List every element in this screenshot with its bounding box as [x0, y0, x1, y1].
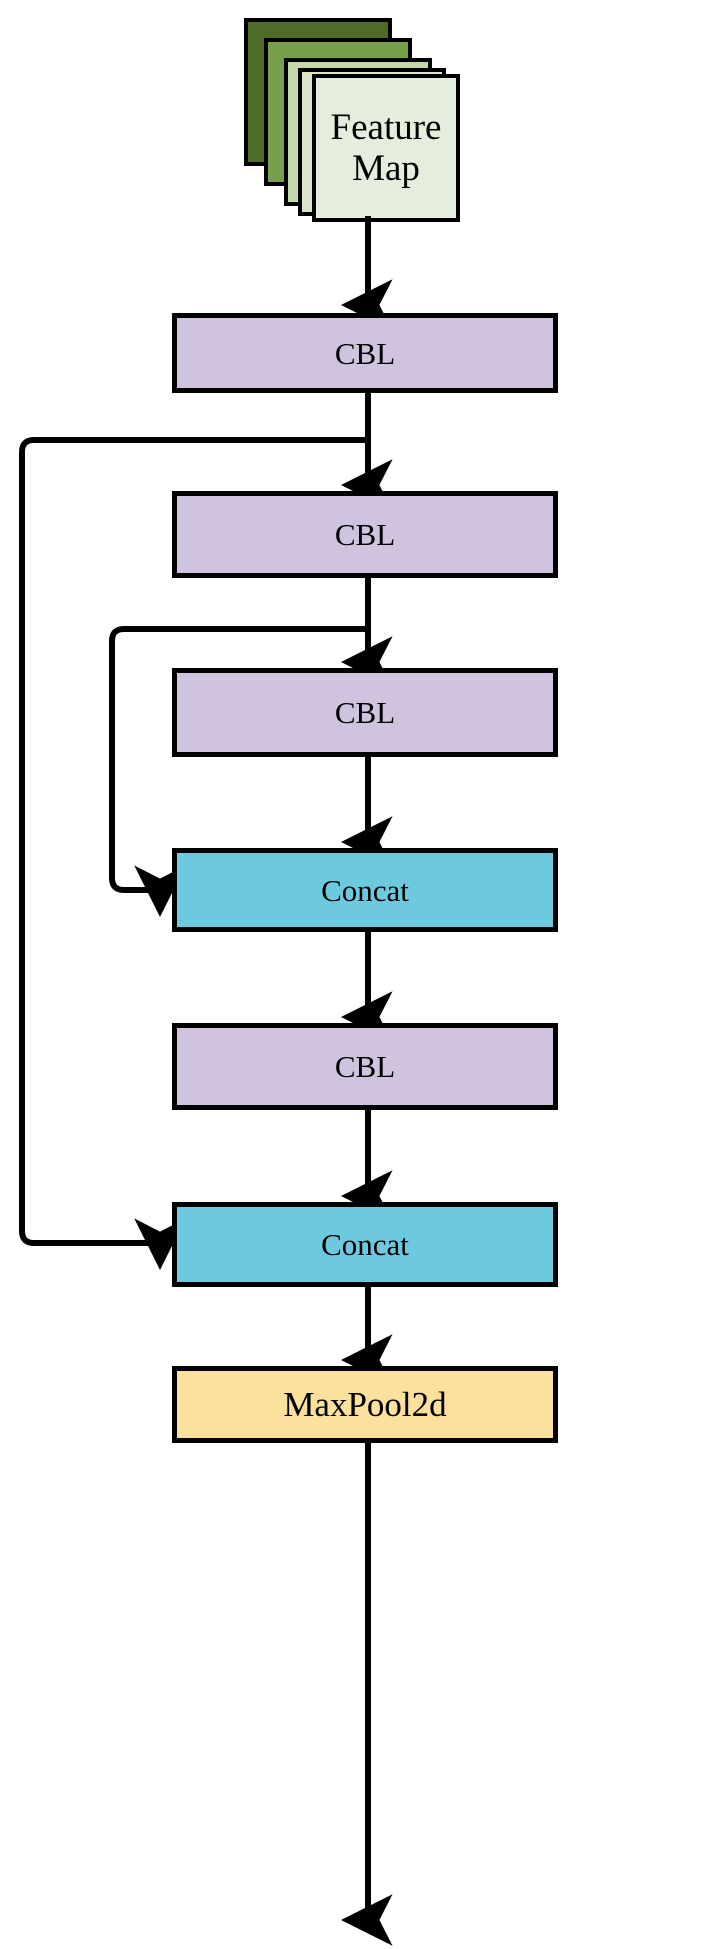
feature-map-stack: Feature Map: [244, 18, 460, 222]
node-cbl-2[interactable]: CBL: [172, 491, 558, 578]
node-label: CBL: [334, 517, 396, 552]
edge-cbl1-concat2-skip: [19, 437, 368, 1270]
node-concat-2[interactable]: Concat: [172, 1202, 558, 1287]
node-cbl-1[interactable]: CBL: [172, 313, 558, 393]
node-cbl-3[interactable]: CBL: [172, 668, 558, 757]
node-concat-1[interactable]: Concat: [172, 848, 558, 932]
feature-map-label-line2: Map: [352, 148, 420, 189]
node-label: MaxPool2d: [283, 1385, 447, 1424]
node-label: Concat: [321, 1227, 409, 1262]
node-label: CBL: [334, 335, 396, 371]
node-maxpool2d[interactable]: MaxPool2d: [172, 1366, 558, 1443]
node-label: Concat: [321, 872, 409, 908]
node-label: CBL: [334, 1049, 396, 1084]
node-cbl-4[interactable]: CBL: [172, 1023, 558, 1110]
feature-map-label-line1: Feature: [330, 106, 442, 148]
feature-map-front-card: Feature Map: [312, 74, 460, 222]
node-label: CBL: [334, 695, 396, 730]
edge-cbl2-concat1-skip: [109, 626, 368, 917]
